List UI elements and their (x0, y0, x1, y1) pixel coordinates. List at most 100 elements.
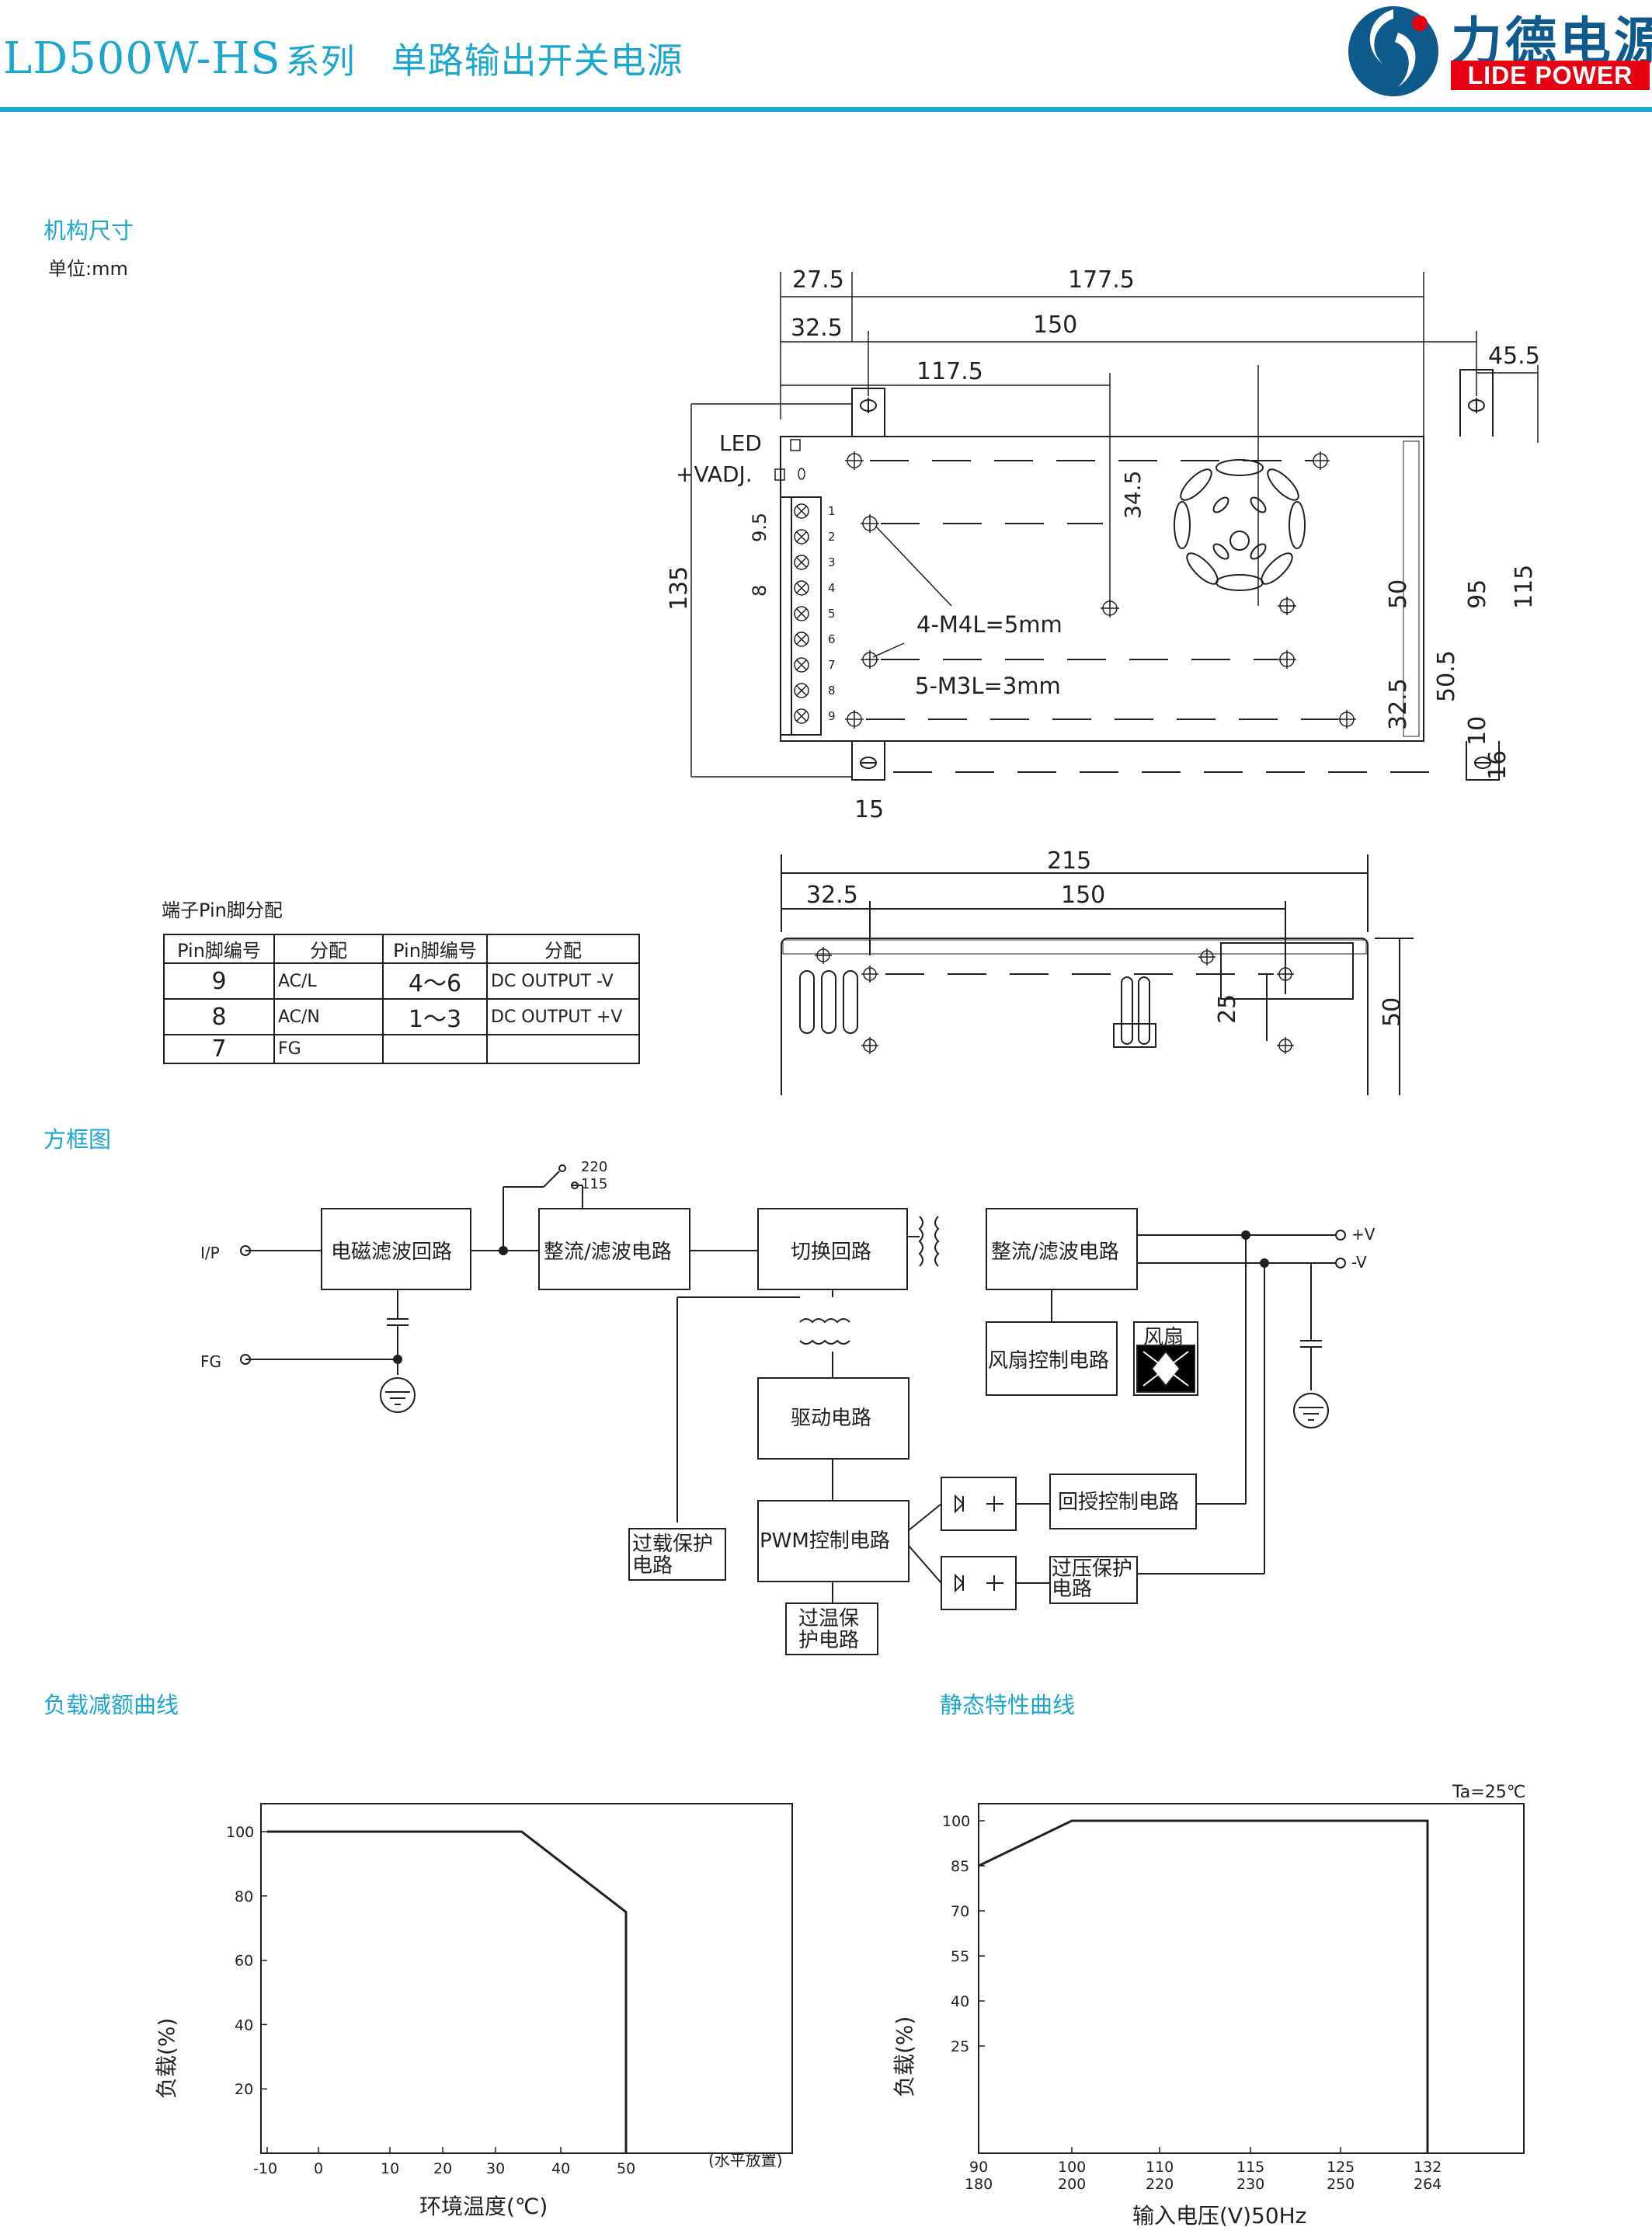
x-tick-label: 110 (1146, 2159, 1174, 2176)
dim-50: 50 (1385, 579, 1412, 609)
sw-115-label: 115 (581, 1176, 607, 1192)
x-tick-label-230v: 180 (965, 2176, 993, 2193)
mechanical-title: 机构尺寸 (43, 217, 134, 244)
y-tick-label: 40 (951, 1993, 969, 2010)
fan-label: 风扇 (1143, 1326, 1184, 1349)
x-tick-label: 125 (1327, 2159, 1355, 2176)
otp-label-1: 过温保 (798, 1607, 859, 1630)
model-name: LD500W-HS (3, 33, 281, 84)
pwm-label: PWM控制电路 (760, 1529, 890, 1553)
pin-number: 3 (828, 555, 836, 569)
dim-15: 15 (854, 796, 884, 823)
vplus-label: +V (1351, 1225, 1376, 1244)
pin-cell: 7 (163, 1034, 275, 1064)
pin-cell: 4～6 (382, 962, 488, 1000)
pin-cell (486, 1034, 640, 1064)
opto1-block (941, 1477, 1017, 1531)
dim-95: 95 (1464, 579, 1491, 609)
series-label: 系列 (285, 42, 356, 82)
x-tick-label-230v: 250 (1327, 2176, 1355, 2193)
pin-cell (382, 1034, 488, 1064)
y-tick-label: 100 (942, 1813, 970, 1830)
top-view-drawing-main: 1 2 3 4 5 6 7 8 9 (668, 264, 1553, 831)
y-tick-label: 70 (951, 1903, 969, 1920)
static-chart: 负载(%) 输入电压(V)50Hz Ta=25℃ 901801002001102… (892, 1783, 1525, 2229)
pin-cell: AC/N (273, 998, 384, 1035)
m3-label: 5-M3L=3mm (915, 673, 1061, 699)
subtitle: 单路输出开关电源 (391, 40, 683, 82)
pin-cell: 8 (163, 998, 275, 1035)
feedback-block (1049, 1474, 1197, 1529)
ovp-label-1: 过压保护 (1052, 1557, 1132, 1581)
pin-number: 6 (828, 632, 836, 646)
dim-215: 215 (1047, 847, 1091, 875)
x-tick-label-230v: 200 (1058, 2176, 1086, 2193)
derating-title: 负载减额曲线 (43, 1692, 179, 1718)
x-tick-label: 10 (381, 2160, 399, 2177)
dim-135: 135 (668, 566, 693, 611)
static-xlabel: 输入电压(V)50Hz (1132, 2203, 1306, 2229)
dim-50-5: 50.5 (1433, 650, 1460, 702)
rect1-label: 整流/滤波电路 (544, 1241, 672, 1264)
x-tick-label: 100 (1058, 2159, 1086, 2176)
pin-header: Pin脚编号 (382, 934, 488, 964)
x-tick-label: 40 (551, 2160, 570, 2177)
pin-number: 7 (828, 658, 836, 672)
dim-177-5: 177.5 (1068, 266, 1135, 294)
x-tick-label: -10 (253, 2160, 277, 2177)
fg-label: FG (200, 1352, 221, 1371)
pin-cell: AC/L (273, 962, 384, 1000)
feedback-label: 回授控制电路 (1058, 1491, 1179, 1514)
dim-50-side: 50 (1379, 997, 1406, 1027)
dim-9-5: 9.5 (749, 513, 770, 542)
dim-115: 115 (1511, 565, 1538, 609)
switch-label: 切换回路 (791, 1241, 871, 1264)
emi-block (321, 1208, 471, 1290)
ip-label: I/P (200, 1244, 220, 1262)
block-diagram: I/P FG 220 115 电磁滤波回路 整流/滤波电路 切换回路 整流/滤波… (200, 1159, 1376, 1655)
y-tick-label: 20 (235, 2081, 253, 2098)
dim-32-5-v: 32.5 (1385, 678, 1412, 730)
y-tick-label: 40 (235, 2017, 253, 2034)
vadj-label: +VADJ. (676, 461, 753, 487)
m4-label: 4-M4L=5mm (916, 611, 1062, 638)
pin-number: 8 (828, 684, 836, 698)
pin-number: 4 (828, 581, 836, 595)
derating-ylabel: 负载(%) (154, 2018, 179, 2099)
olp-label-1: 过载保护 (632, 1533, 713, 1556)
fan-block (1133, 1321, 1198, 1396)
x-tick-label: 115 (1236, 2159, 1264, 2176)
static-title: 静态特性曲线 (940, 1692, 1076, 1718)
derating-line (267, 1830, 628, 2153)
fan-icon (1136, 1345, 1195, 1393)
pin-number: 1 (828, 504, 836, 518)
dim-117-5: 117.5 (916, 358, 983, 385)
pin-cell: 1～3 (382, 998, 488, 1035)
x-tick-label: 132 (1414, 2159, 1442, 2176)
dim-16: 16 (1484, 750, 1511, 780)
static-ylabel: 负载(%) (892, 2017, 917, 2097)
rect2-block (986, 1208, 1138, 1290)
sw-220-label: 220 (581, 1159, 607, 1175)
y-tick-label: 85 (951, 1858, 969, 1875)
y-tick-label: 100 (226, 1824, 254, 1841)
otp-label-2: 护电路 (798, 1629, 859, 1652)
dim-34-5: 34.5 (1120, 471, 1146, 519)
header-divider (0, 107, 1652, 112)
derating-note: (水平放置) (708, 2151, 783, 2170)
unit-label: 单位:mm (48, 258, 128, 280)
x-tick-label-230v: 230 (1236, 2176, 1264, 2193)
pin-cell: 9 (163, 962, 275, 1000)
brand-logo-icon (1348, 6, 1438, 96)
static-note: Ta=25℃ (1452, 1783, 1525, 1802)
drive-label: 驱动电路 (791, 1407, 871, 1430)
dim-8: 8 (749, 585, 770, 597)
x-tick-label-230v: 220 (1146, 2176, 1174, 2193)
pin-header: Pin脚编号 (163, 934, 275, 964)
static-frame (978, 1803, 1525, 2154)
emi-label: 电磁滤波回路 (331, 1241, 452, 1264)
pin-number: 9 (828, 709, 836, 723)
ovp-block (1049, 1556, 1138, 1604)
y-tick-label: 60 (235, 1953, 253, 1970)
